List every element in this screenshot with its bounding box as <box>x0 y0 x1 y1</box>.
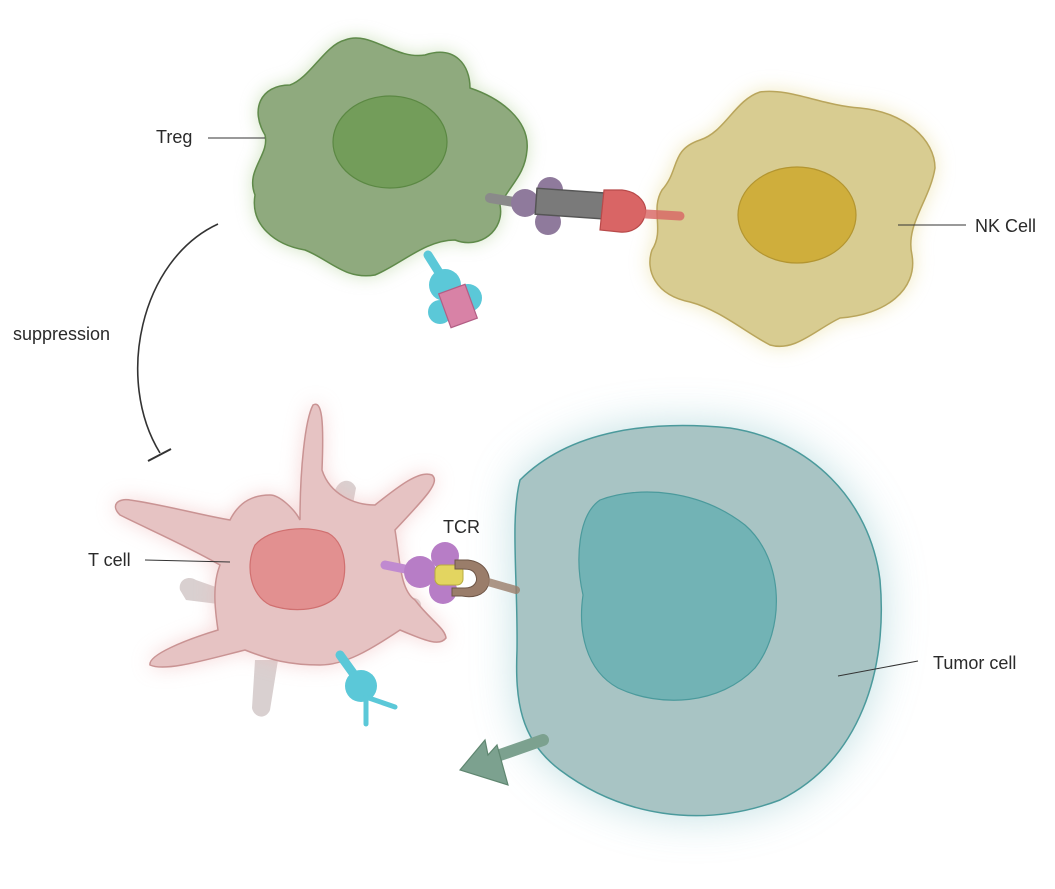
inhibition-arc-icon <box>136 223 219 462</box>
tcr-label: TCR <box>443 517 480 537</box>
tcell-cyan-receptor-icon <box>335 650 398 727</box>
t-cell-nucleus <box>249 528 346 611</box>
arrow-icon <box>458 734 549 786</box>
t-cell-icon <box>114 403 447 717</box>
t-cell-label: T cell <box>88 550 131 570</box>
nk-nucleus <box>737 166 857 264</box>
nk-cell-label: NK Cell <box>975 216 1036 236</box>
tumor-cell-label: Tumor cell <box>933 653 1016 673</box>
nk-cell-icon <box>649 90 936 348</box>
suppression-label: suppression <box>13 324 110 344</box>
tumor-cell-icon <box>514 424 883 817</box>
treg-cell-icon <box>252 37 528 277</box>
tumor-nucleus <box>578 491 777 701</box>
treg-cyan-receptor-icon <box>423 250 482 329</box>
treg-nucleus <box>332 95 448 189</box>
tcell-leader-line <box>144 559 231 563</box>
tcr-receptor-icon <box>380 542 520 604</box>
tumor-leader-line <box>837 660 919 677</box>
treg-label: Treg <box>156 127 192 147</box>
treg-nk-receptor-icon <box>485 177 685 235</box>
